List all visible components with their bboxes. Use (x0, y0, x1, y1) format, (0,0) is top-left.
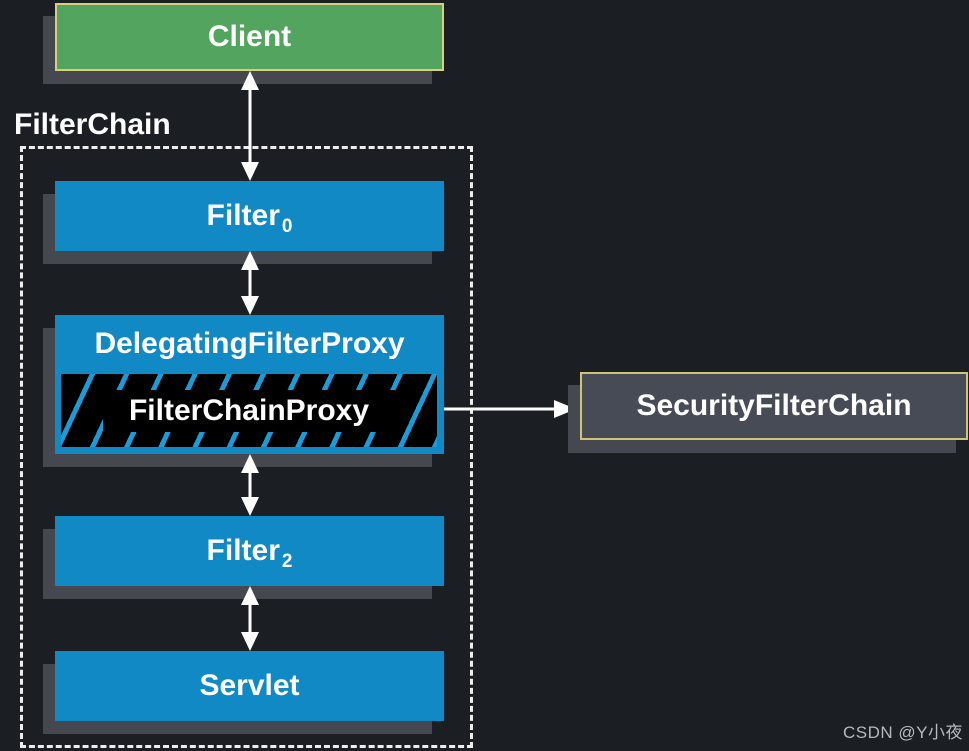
filter2-servlet-arrow (241, 586, 259, 651)
delegating-filter-proxy-label: DelegatingFilterProxy (94, 327, 405, 360)
delegating-filter2-arrow (241, 454, 259, 516)
client-label: Client (207, 20, 292, 53)
arrowhead-right-icon (554, 400, 576, 418)
filter0-label: Filter (206, 199, 280, 232)
filterchain-group-label: FilterChain (14, 108, 171, 141)
filter0-subscript: 0 (281, 215, 293, 237)
security-filter-chain-box: SecurityFilterChain (580, 372, 968, 440)
arrowhead-down-icon (241, 162, 259, 181)
servlet-box: Servlet (55, 651, 444, 721)
filter-chain-proxy-box: FilterChainProxy (61, 374, 437, 447)
delegating-filter-proxy-box: DelegatingFilterProxy FilterChainProxy (55, 315, 444, 454)
arrowhead-down-icon (241, 296, 259, 315)
filterchainproxy-securityfilterchain-arrow (444, 400, 576, 418)
filter2-subscript: 2 (281, 550, 293, 572)
client-box: Client (55, 3, 444, 71)
arrowhead-up-icon (241, 251, 259, 270)
arrowhead-up-icon (241, 586, 259, 605)
filter2-label: Filter (206, 534, 280, 567)
filter-chain-proxy-label: FilterChainProxy (102, 389, 396, 432)
arrowhead-up-icon (241, 71, 259, 90)
filter0-delegating-arrow (241, 251, 259, 315)
arrowhead-down-icon (241, 497, 259, 516)
client-filter0-arrow (241, 71, 259, 181)
security-filter-chain-label: SecurityFilterChain (636, 389, 912, 422)
servlet-label: Servlet (199, 669, 300, 702)
arrowhead-up-icon (241, 454, 259, 473)
arrowhead-down-icon (241, 632, 259, 651)
watermark: CSDN @Y小夜 (843, 723, 963, 742)
